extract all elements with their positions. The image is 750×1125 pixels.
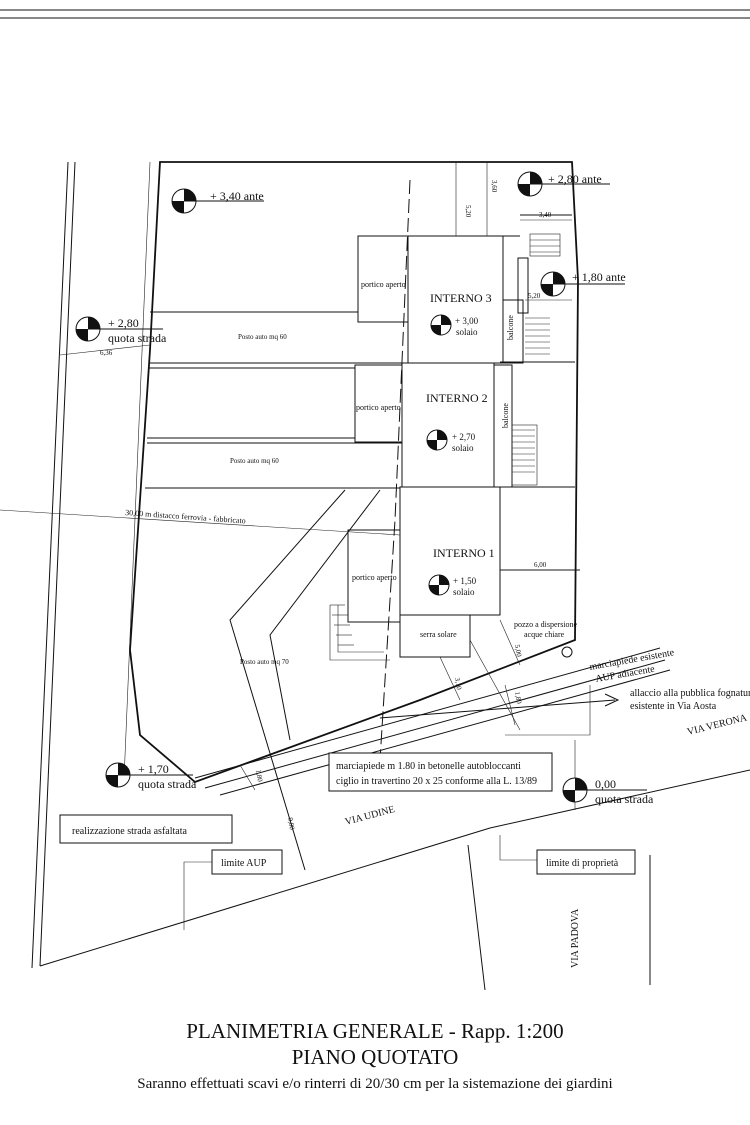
- level-marker-icon-interno-1: [428, 574, 450, 596]
- drawing-captions: PLANIMETRIA GENERALE - Rapp. 1:200 PIANO…: [0, 1018, 750, 1096]
- sewer-line-1: allaccio alla pubblica fognatura: [630, 688, 750, 699]
- level-ne-value: + 2,80 ante: [548, 172, 602, 186]
- interno-2-level-label: solaio: [452, 443, 474, 453]
- interno-3-portico: portico aperto: [361, 280, 406, 289]
- building-interno-3: [357, 233, 561, 364]
- interno-2-balcony: balcone: [501, 403, 510, 428]
- building-interno-2: [354, 362, 538, 488]
- interno-1-parking: Posto auto mq 70: [240, 658, 289, 666]
- level-east-value: + 1,80 ante: [572, 270, 626, 284]
- interno-2-portico: portico aperto: [356, 403, 401, 412]
- sewer-connection-arrow: [379, 693, 620, 719]
- dim-500: 5,00: [513, 644, 523, 658]
- level-marker-icon-ne: [517, 171, 610, 197]
- interno-1-level-label: solaio: [453, 587, 475, 597]
- new-sidewalk-line-1: marciapiede m 1.80 in betonelle autobloc…: [336, 761, 521, 772]
- dim-180b: 1,80: [254, 769, 264, 783]
- road-works-label: realizzazione strada asfaltata: [72, 826, 187, 837]
- railway-edge: [31, 161, 750, 969]
- level-marker-icon-se: [562, 777, 647, 803]
- level-se-value: 0,00: [595, 777, 616, 791]
- well-line-2: acque chiare: [524, 630, 565, 639]
- interno-1-level: + 1,50: [453, 576, 477, 586]
- level-marker-icon-interno-2: [426, 429, 448, 451]
- well-line-1: pozzo a dispersione: [514, 620, 578, 629]
- dispersion-well-icon: [561, 646, 573, 658]
- level-west-value: + 2,80: [108, 316, 139, 330]
- interno-2-parking: Posto auto mq 60: [230, 457, 279, 465]
- sewer-line-2: esistente in Via Aosta: [630, 701, 717, 712]
- new-sidewalk-box: [328, 752, 553, 792]
- site-plan-drawing: + 3,40 ante + 2,80 ante + 1,80 ante + 2,…: [0, 9, 750, 991]
- level-sw-value: + 1,70: [138, 762, 169, 776]
- street-via-padova: VIA PADOVA: [570, 908, 581, 968]
- drawing-title: PLANIMETRIA GENERALE - Rapp. 1:200: [186, 1019, 564, 1043]
- dim-520-top: 5,20: [464, 205, 472, 218]
- new-sidewalk-line-2: ciglio in travertino 20 x 25 conforme al…: [336, 776, 537, 787]
- interno-3-title: INTERNO 3: [430, 291, 492, 305]
- level-marker-icon-sw: [105, 762, 193, 788]
- interno-1-portico: portico aperto: [352, 573, 397, 582]
- dim-980: 9,80: [286, 817, 296, 831]
- dim-340: 3,40: [539, 211, 552, 219]
- interno-1-greenhouse: serra solare: [420, 630, 457, 639]
- leader-lines: [183, 685, 591, 930]
- drawing-subtitle: PIANO QUOTATO: [291, 1045, 459, 1069]
- level-se-label: quota strada: [595, 792, 654, 806]
- sidewalk-edges: [194, 639, 671, 796]
- interno-3-balcony: balcone: [506, 315, 515, 340]
- level-nw-value: + 3,40 ante: [210, 189, 264, 203]
- level-marker-icon-nw: [171, 188, 264, 214]
- level-marker-icon-west: [75, 316, 163, 342]
- level-marker-icon-interno-3: [430, 314, 452, 336]
- level-marker-icon-east: [540, 271, 625, 297]
- street-via-udine: VIA UDINE: [344, 804, 396, 828]
- limit-aup-box: [211, 849, 283, 875]
- dim-600: 6,00: [534, 561, 547, 569]
- limit-property-label: limite di proprietà: [546, 858, 619, 869]
- dim-310: 3,10: [453, 677, 463, 691]
- interno-3-level-label: solaio: [456, 327, 478, 337]
- limit-aup-label: limite AUP: [221, 858, 267, 869]
- drawing-note: Saranno effettuati scavi e/o rinterri di…: [137, 1076, 613, 1092]
- interno-2-title: INTERNO 2: [426, 391, 488, 405]
- dim-360: 3,60: [490, 180, 498, 193]
- axis-dashed-line: [379, 179, 411, 761]
- property-boundary: [129, 161, 579, 784]
- interno-3-level: + 3,00: [455, 316, 479, 326]
- dimension-lines: [0, 162, 575, 791]
- street-edges-padova: [467, 844, 651, 991]
- street-via-verona: VIA VERONA: [686, 712, 749, 738]
- interno-2-level: + 2,70: [452, 432, 476, 442]
- level-sw-label: quota strada: [138, 777, 197, 791]
- interno-3-parking: Posto auto mq 60: [238, 333, 287, 341]
- driveway: [229, 489, 381, 871]
- inner-west-boundary: [123, 161, 151, 781]
- interno-1-title: INTERNO 1: [433, 546, 495, 560]
- dim-636: 6,36: [100, 349, 113, 357]
- dim-180a: 1,80: [513, 691, 523, 705]
- building-interno-1: [329, 486, 501, 661]
- limit-property-box: [536, 849, 636, 875]
- rail-distance-label: 30,00 m distacco ferrovia - fabbricato: [125, 508, 246, 525]
- dim-520-side: 5,20: [528, 292, 541, 300]
- road-works-box: [59, 814, 233, 844]
- level-west-label: quota strada: [108, 331, 167, 345]
